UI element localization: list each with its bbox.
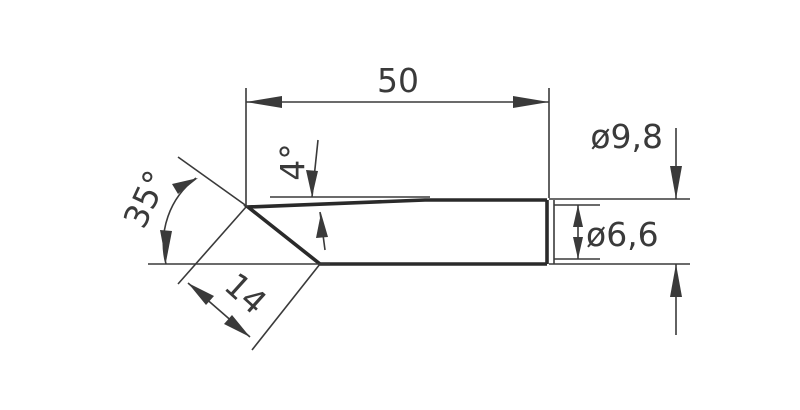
- dimension-bevel-angle: 35°: [116, 164, 198, 265]
- dimension-taper-angle: 4°: [273, 139, 328, 251]
- dimension-bevel-length: 14: [187, 265, 274, 338]
- taper-angle-label: 4°: [273, 143, 312, 181]
- bevel-ext-bottom: [251, 263, 321, 351]
- arrow-bevel-length-bottom: [224, 315, 250, 337]
- inner-diameter-label: ø6,6: [586, 215, 659, 254]
- arrow-bevel-length-top: [188, 283, 214, 305]
- dimension-inner-diameter: ø6,6: [573, 205, 659, 259]
- arrow-inner-bottom: [573, 237, 583, 259]
- arrow-outer-bottom: [670, 264, 682, 297]
- bevel-angle-extension: [177, 156, 249, 208]
- arrow-outer-top: [670, 166, 682, 199]
- dimension-outer-diameter: ø9,8: [590, 117, 682, 335]
- arrow-taper-top: [306, 170, 318, 197]
- arrow-right: [513, 96, 549, 108]
- outer-diameter-label: ø9,8: [590, 117, 663, 156]
- dimension-length: 50: [246, 61, 549, 108]
- tip-outline: [243, 198, 549, 266]
- arrow-left: [246, 96, 282, 108]
- bevel-ext-top: [177, 206, 247, 285]
- construction-lines: [148, 88, 690, 351]
- arrow-bevel-bottom: [160, 230, 172, 262]
- arrow-taper-bottom: [316, 213, 328, 238]
- length-label: 50: [377, 61, 419, 100]
- bevel-length-label: 14: [217, 265, 274, 322]
- arrow-bevel-top: [172, 178, 198, 194]
- arrow-inner-top: [573, 205, 583, 227]
- tip-profile: [243, 198, 547, 266]
